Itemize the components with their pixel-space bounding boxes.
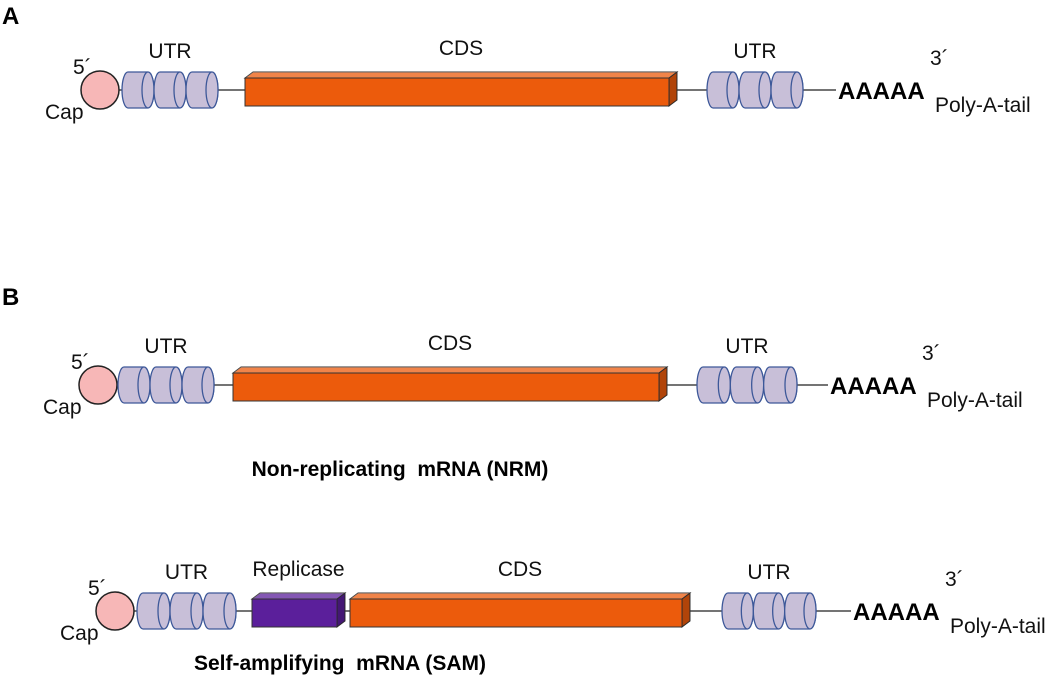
utr-segment-end — [784, 366, 798, 404]
utr-segment-end — [751, 366, 765, 404]
utr5-label: UTR — [144, 335, 187, 358]
utr3-label: UTR — [733, 40, 776, 63]
construct-caption: Non-replicating mRNA (NRM) — [252, 458, 549, 481]
five-prime-label: 5´ — [88, 577, 107, 600]
replicase-box — [250, 592, 347, 628]
three-prime-label: 3´ — [930, 47, 949, 70]
utr-segment-end — [726, 71, 740, 109]
utr-segment-end — [758, 71, 772, 109]
utr-segment-end — [201, 366, 215, 404]
utr3-label: UTR — [747, 561, 790, 584]
cds-box — [348, 592, 692, 628]
cap-label: Cap — [60, 622, 99, 645]
cap-icon — [78, 365, 118, 405]
poly-a-tail-label: Poly-A-tail — [927, 389, 1023, 412]
utr-segment-end — [205, 71, 219, 109]
utr3-label: UTR — [725, 335, 768, 358]
three-prime-label: 3´ — [922, 342, 941, 365]
poly-a-tail-label: Poly-A-tail — [935, 94, 1031, 117]
utr-segment-end — [173, 71, 187, 109]
utr-segment-end — [740, 592, 754, 630]
poly-a-sequence: AAAAA — [838, 78, 925, 105]
utr-segment-end — [190, 592, 204, 630]
utr-segment-end — [137, 366, 151, 404]
poly-a-sequence: AAAAA — [830, 373, 917, 400]
cap-icon — [80, 70, 120, 110]
utr-segment-end — [141, 71, 155, 109]
cds-box — [231, 366, 669, 402]
poly-a-tail-label: Poly-A-tail — [950, 615, 1046, 638]
utr-segment-end — [803, 592, 817, 630]
cap-label: Cap — [45, 101, 84, 124]
cds-label: CDS — [439, 37, 483, 60]
construct-caption: Self-amplifying mRNA (SAM) — [194, 652, 486, 675]
utr-segment-end — [772, 592, 786, 630]
cds-box — [243, 71, 679, 107]
panel-label-a: A — [2, 3, 19, 30]
panel-label-b: B — [2, 284, 19, 311]
utr-segment-end — [157, 592, 171, 630]
cap-icon — [95, 591, 135, 631]
utr-segment-end — [169, 366, 183, 404]
cap-label: Cap — [43, 396, 82, 419]
poly-a-sequence: AAAAA — [853, 599, 940, 626]
utr-segment-end — [223, 592, 237, 630]
replicase-label: Replicase — [252, 558, 344, 581]
cds-label: CDS — [428, 332, 472, 355]
five-prime-label: 5´ — [73, 56, 92, 79]
five-prime-label: 5´ — [71, 351, 90, 374]
utr-segment-end — [790, 71, 804, 109]
utr5-label: UTR — [165, 561, 208, 584]
utr5-label: UTR — [148, 40, 191, 63]
three-prime-label: 3´ — [945, 568, 964, 591]
cds-label: CDS — [498, 558, 542, 581]
utr-segment-end — [717, 366, 731, 404]
